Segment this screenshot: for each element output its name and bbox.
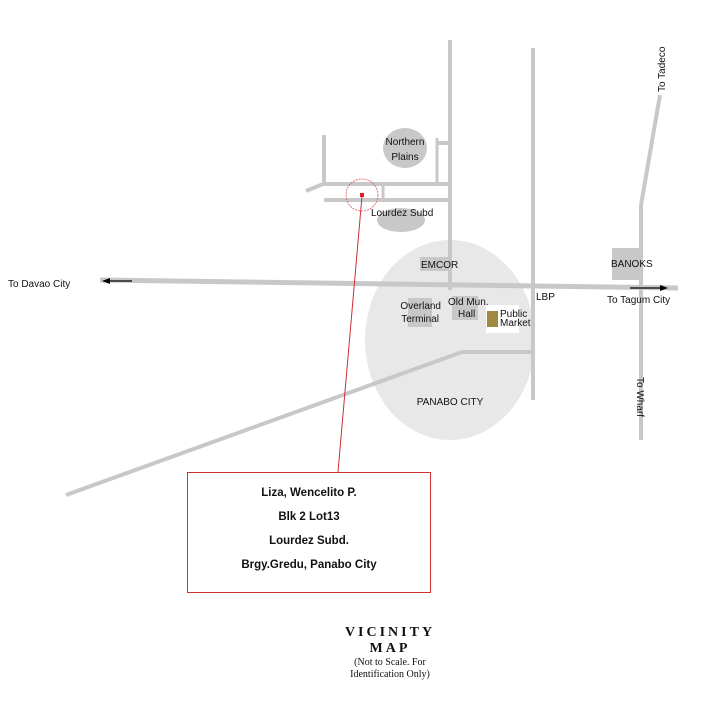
label-northern: Northern (386, 137, 425, 148)
road-diag-small (305, 182, 324, 193)
callout-line (337, 195, 363, 473)
banoks-box (612, 248, 642, 280)
market-picture (487, 311, 498, 327)
address-name: Liza, Wencelito P. (261, 487, 357, 499)
address-block: Blk 2 Lot13 (278, 511, 340, 523)
overland-box (408, 298, 432, 327)
oldmun-box (452, 296, 478, 320)
lourdez-area (377, 208, 425, 232)
location-marker-icon (360, 193, 364, 197)
label-public: Public (500, 309, 527, 320)
arrow-right-head (660, 285, 668, 291)
label-lourdez: Lourdez Subd (371, 208, 433, 219)
label-to-tagum: To Tagum City (607, 295, 670, 306)
label-plains: Plains (391, 152, 418, 163)
title-line1: VICINITY (344, 625, 436, 640)
label-lbp: LBP (536, 292, 555, 303)
map-title: VICINITY MAP (Not to Scale. For Identifi… (290, 625, 490, 681)
northern-plains-area (383, 128, 427, 168)
label-to-davao: To Davao City (8, 279, 70, 290)
location-circle (345, 178, 379, 212)
arrow-left-head (102, 278, 110, 284)
label-oldmun: Old Mun. (448, 297, 489, 308)
national-highway (99, 277, 679, 291)
road-tadeco (639, 94, 662, 206)
title-note1: (Not to Scale. For (354, 657, 426, 668)
label-banoks: BANOKS (611, 259, 653, 270)
address-barangay: Brgy.Gredu, Panabo City (241, 559, 377, 571)
label-panabo-city: PANABO CITY (417, 397, 484, 408)
road-southwest (65, 350, 533, 497)
label-market: Market (500, 318, 531, 329)
address-subdivision: Lourdez Subd. (269, 535, 349, 547)
label-to-wharf: To Wharf (634, 377, 645, 417)
title-note2: Identification Only) (350, 669, 430, 680)
label-overland: Overland (400, 301, 441, 312)
label-terminal: Terminal (401, 314, 439, 325)
emcor-box (420, 257, 448, 271)
address-box: Liza, Wencelito P. Blk 2 Lot13 Lourdez S… (187, 472, 431, 593)
label-to-tadeco: To Tadeco (657, 46, 668, 92)
roads (65, 40, 679, 497)
panabo-city-area (365, 240, 535, 440)
title-line2: MAP (369, 641, 411, 656)
label-emcor: EMCOR (421, 260, 458, 271)
label-hall: Hall (458, 309, 475, 320)
